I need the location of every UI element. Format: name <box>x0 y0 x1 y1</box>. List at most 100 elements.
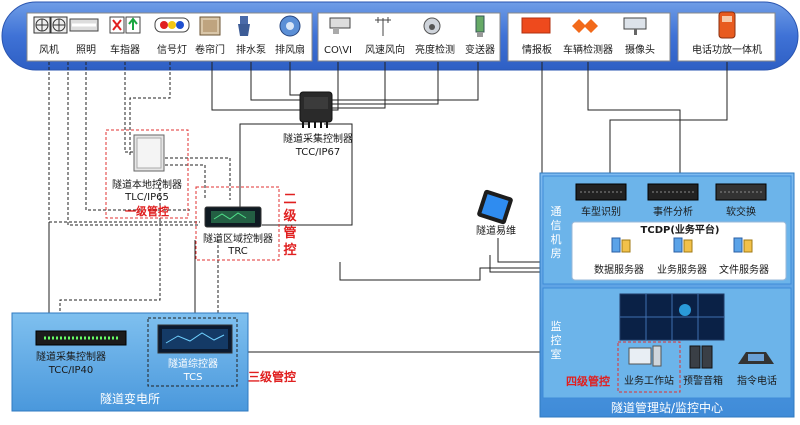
device-group-sensors <box>317 12 501 62</box>
level4-label: 四级管控 <box>566 374 610 388</box>
svg-text:信: 信 <box>551 219 562 232</box>
svg-text:级: 级 <box>283 208 297 224</box>
vehicle-detector-icon <box>572 19 598 33</box>
svg-text:室: 室 <box>551 347 562 361</box>
substation-tcc-name: 隧道采集控制器 <box>36 350 106 363</box>
device-label-exhaust-fan: 排风扇 <box>275 43 305 56</box>
traffic-light-icon <box>154 17 190 33</box>
phone-amplifier-icon <box>718 11 736 39</box>
trc-name: 隧道区域控制器 <box>203 232 273 245</box>
mobile-phone-icon <box>477 189 513 225</box>
camera-icon <box>623 17 647 35</box>
rolling-door-icon <box>199 16 221 36</box>
server-label-event-analysis: 事件分析 <box>653 205 693 218</box>
substation-tcs-model: TCS <box>183 372 203 383</box>
device-label-wind: 风速风向 <box>365 43 405 56</box>
wire-exhaust-collector <box>289 62 300 96</box>
dash-tlc-down <box>59 178 161 345</box>
dash-tlc-trc-b <box>165 164 206 200</box>
wire-phone-comm <box>609 62 728 180</box>
dash-fan-level1 <box>67 62 200 226</box>
lane-indicator-icon <box>109 16 141 34</box>
file-server-icon <box>733 237 753 253</box>
monitor-label-alarm-speaker: 预警音箱 <box>683 374 723 387</box>
svg-text:管: 管 <box>283 225 296 241</box>
device-label-lane-indicator: 车指器 <box>110 43 140 56</box>
mobile-label: 隧道易维 <box>476 224 516 237</box>
platform-label-business-server: 业务服务器 <box>657 263 707 276</box>
substation-tcc-model: TCC/IP40 <box>48 365 94 376</box>
level3-box <box>147 317 238 387</box>
wire-luminance-collector <box>332 62 439 105</box>
trc-model: TRC <box>227 246 248 257</box>
drain-pump-icon <box>238 16 250 36</box>
video-wall-icon <box>619 293 725 341</box>
tunnel-collector-top-device <box>299 91 333 128</box>
comm-room-label: 通 信 机 房 <box>551 205 562 260</box>
wire-sensors-collector <box>332 62 339 111</box>
tlc-model: TLC/IP65 <box>124 192 169 203</box>
substation-tcs-name: 隧道综控器 <box>168 357 218 370</box>
top-collector-name: 隧道采集控制器 <box>283 132 353 145</box>
dash-traffic-tlc <box>129 62 171 155</box>
tcs-panel-icon <box>157 324 233 354</box>
database-server-icon <box>611 237 631 253</box>
alarm-speaker-icon <box>689 345 713 369</box>
wire-substation-platform <box>339 262 542 281</box>
tlc-cabinet-icon <box>133 134 165 172</box>
svg-text:机: 机 <box>551 232 562 246</box>
level1-red-box <box>105 129 189 219</box>
info-board-icon <box>521 17 551 34</box>
management-center-title: 隧道管理站/监控中心 <box>611 400 723 415</box>
wire-wind-collector <box>332 62 386 109</box>
wire-pump-collector <box>250 62 300 101</box>
wire-rollingdoor-collector <box>211 62 300 111</box>
device-label-vehicle-detector: 车辆检测器 <box>563 43 613 56</box>
device-label-camera: 摄像头 <box>625 43 655 56</box>
wire-mobile-platform <box>497 238 542 263</box>
lighting-icon <box>69 18 99 32</box>
command-phone-icon <box>738 352 774 364</box>
trc-panel-icon <box>204 206 262 228</box>
tcc-rack-icon <box>35 330 127 346</box>
top-collector-model: TCC/IP67 <box>295 147 341 158</box>
tlc-name: 隧道本地控制器 <box>112 178 182 191</box>
monitor-room-label: 监 控 室 <box>551 320 562 361</box>
monitor-label-command-phone: 指令电话 <box>737 374 777 387</box>
device-label-drain-pump: 排水泵 <box>236 43 266 56</box>
wire-tlc-platform <box>489 255 542 273</box>
device-label-phone-amplifier: 电话功放一体机 <box>692 43 762 56</box>
exhaust-fan-icon <box>279 15 301 37</box>
dash-tlc-trc-a <box>165 157 231 200</box>
wire-collector-right <box>262 123 353 226</box>
monitor-label-workstation: 业务工作站 <box>624 374 674 387</box>
wind-sensor-icon <box>375 17 391 36</box>
device-label-lighting: 照明 <box>76 44 96 56</box>
wire-camera-comm <box>587 62 681 180</box>
level2-red-box <box>195 186 280 261</box>
device-label-fan: 风机 <box>39 43 59 56</box>
tcdp-platform-title: TCDP(业务平台) <box>641 223 720 236</box>
device-label-traffic-light: 信号灯 <box>157 44 187 56</box>
server-rack-icon <box>575 183 767 201</box>
svg-text:房: 房 <box>551 247 562 260</box>
wire-transmitter-collector <box>332 62 479 101</box>
business-server-icon <box>673 237 693 253</box>
substation-title: 隧道变电所 <box>100 391 160 406</box>
device-label-co-vi: CO\VI <box>324 45 352 56</box>
device-label-transmitter: 变送器 <box>465 43 495 56</box>
svg-text:控: 控 <box>551 333 562 347</box>
device-label-rolling-door: 卷帘门 <box>195 43 225 56</box>
svg-text:二: 二 <box>283 192 296 207</box>
transmitter-icon <box>475 15 485 37</box>
dash-lighting-tlc <box>85 62 190 211</box>
level4-red-box <box>617 341 681 393</box>
device-label-info-board: 情报板 <box>522 43 552 56</box>
workstation-icon <box>628 345 662 367</box>
svg-text:通: 通 <box>551 205 562 218</box>
fan-icon <box>33 16 68 34</box>
svg-text:控: 控 <box>283 242 296 258</box>
level2-label: 二 级 管 控 <box>283 192 297 258</box>
server-label-softswitch: 软交换 <box>726 205 756 218</box>
